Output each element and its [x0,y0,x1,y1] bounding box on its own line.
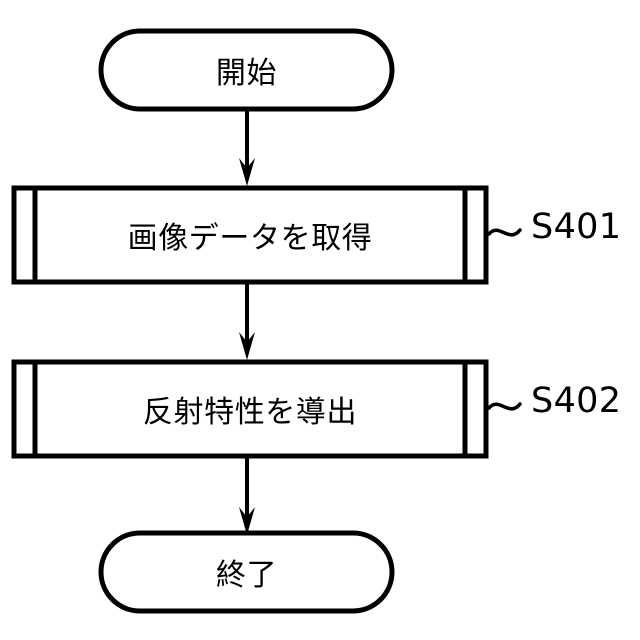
s402-node-shape [11,359,489,459]
connector-s402-to-end [239,456,255,535]
leader-line-s402 [487,402,522,411]
step-label-s402: S402 [531,381,622,421]
start-node-label: 開始 [215,56,278,91]
end-node-label: 終了 [215,558,278,593]
end-node-shape [98,530,395,614]
connector-start-to-s401 [239,109,255,186]
s402-node-label: 反射特性を導出 [142,395,358,430]
leader-line-s401 [487,228,522,237]
s401-node-shape [11,185,489,285]
step-label-s401: S401 [531,207,622,247]
connector-s401-to-s402 [239,282,255,360]
s401-node-label: 画像データを取得 [127,221,373,256]
